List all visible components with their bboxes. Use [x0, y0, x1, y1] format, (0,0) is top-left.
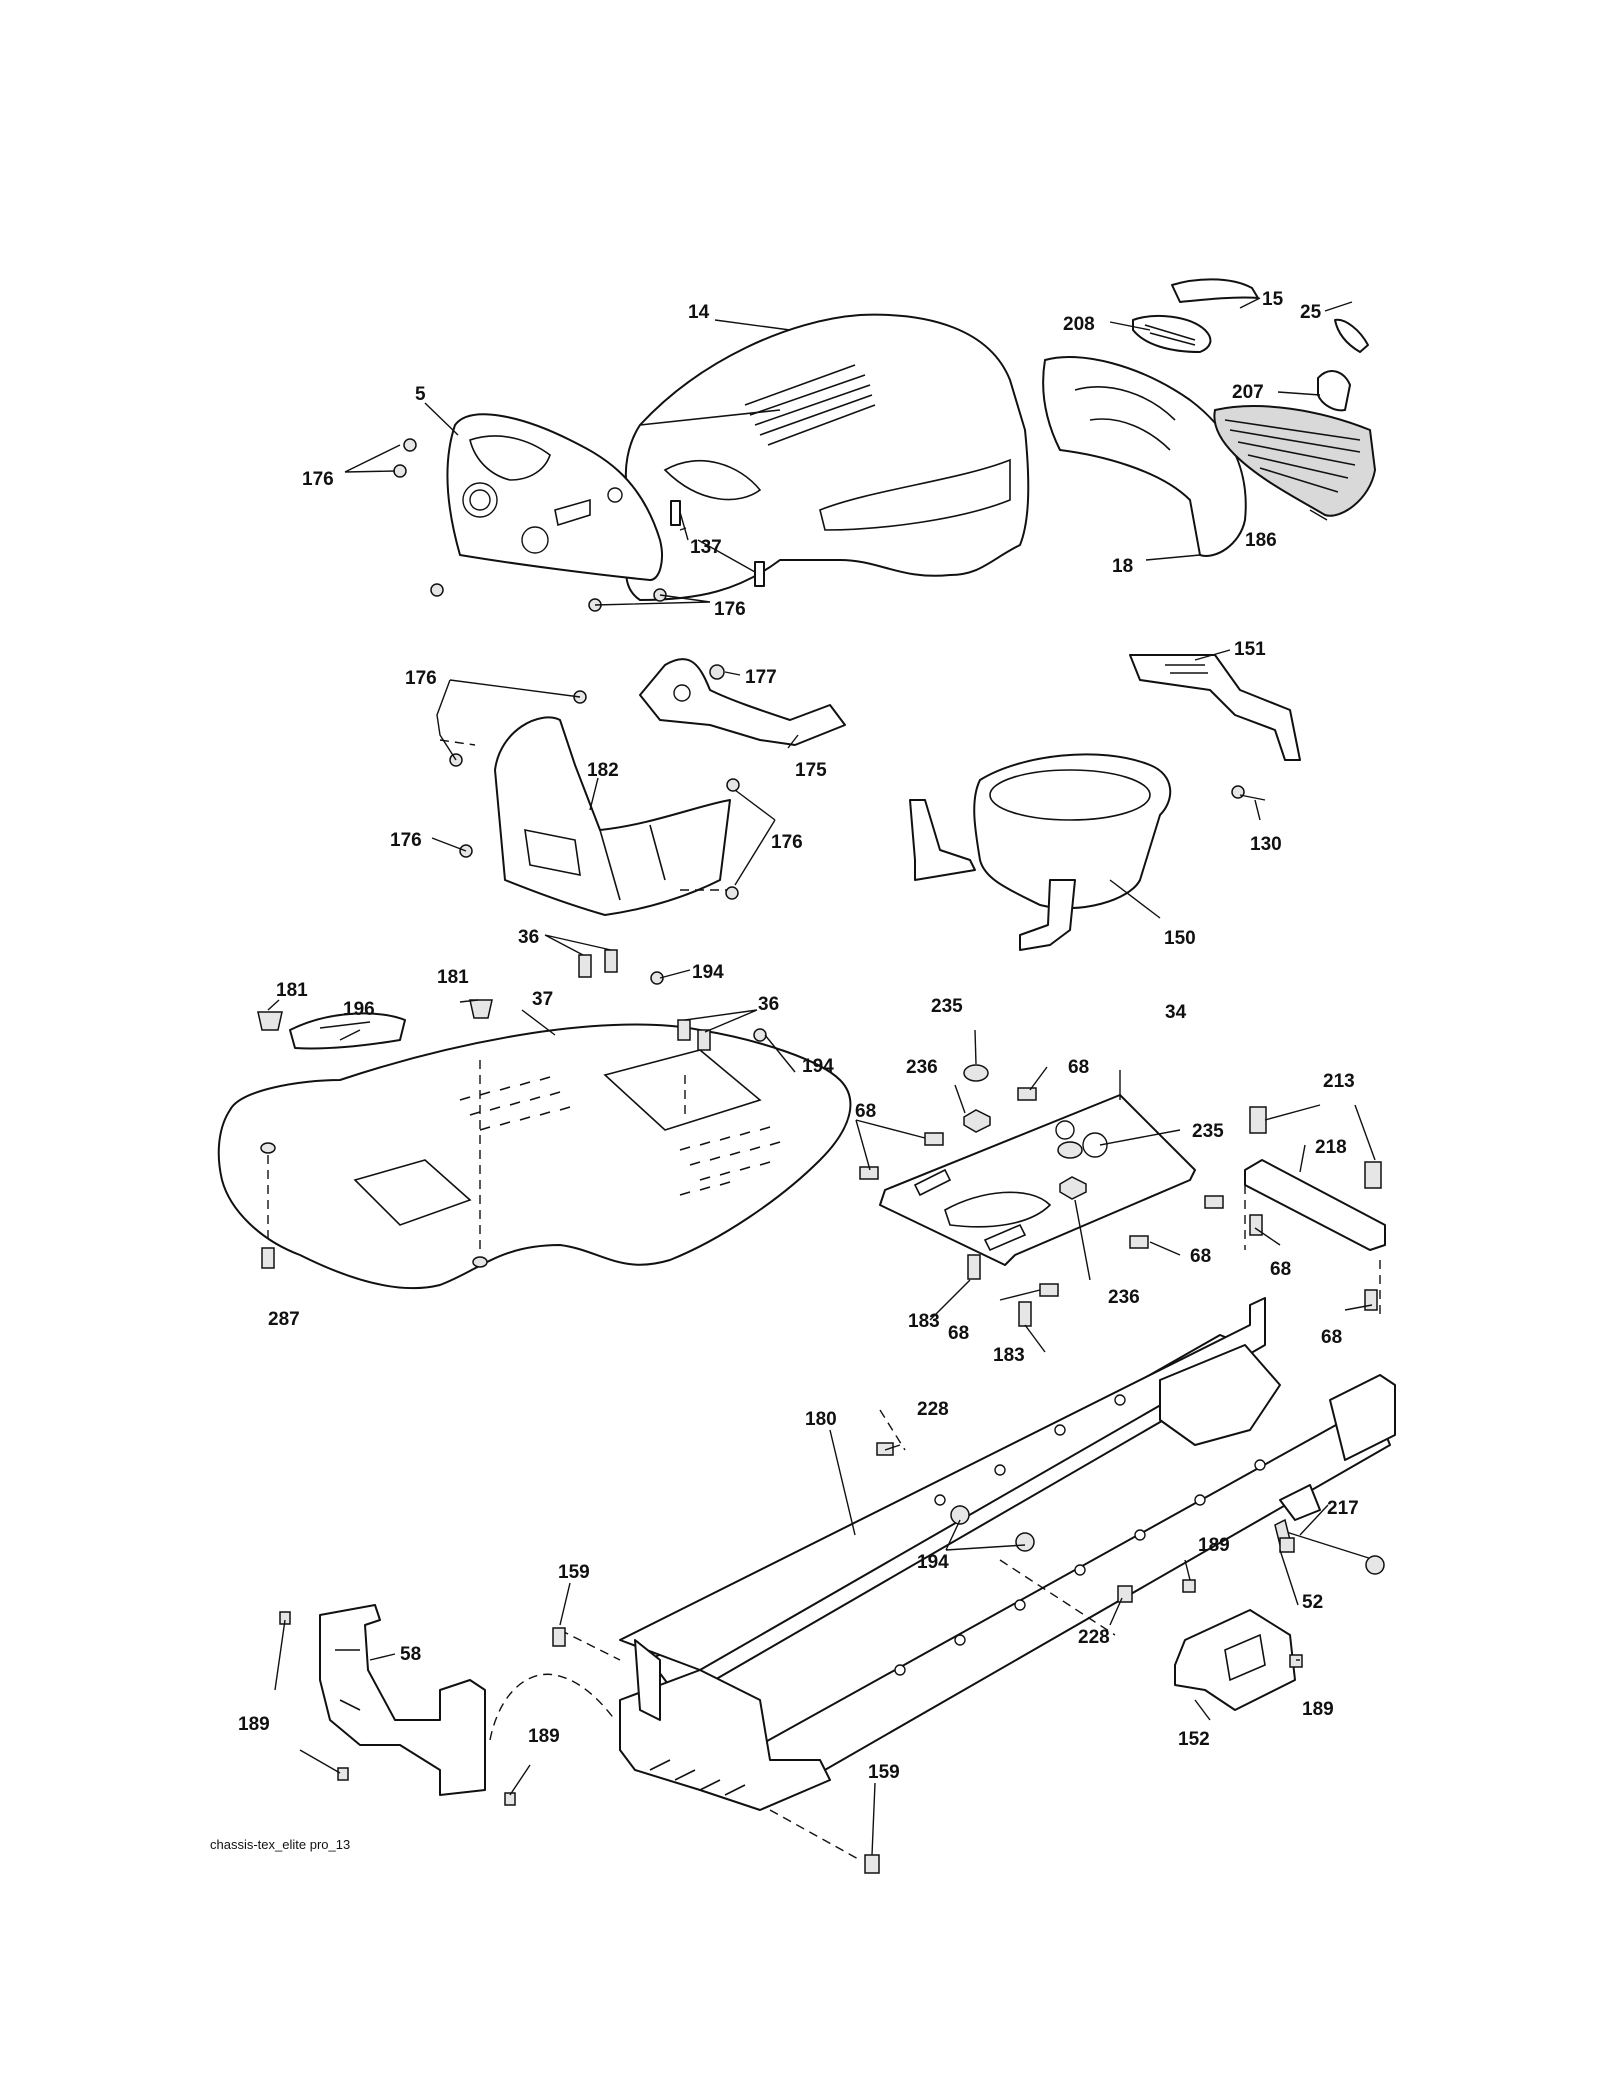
callout-14: 14 [688, 302, 710, 323]
callout-176: 176 [390, 830, 422, 851]
assembly-line [769, 1809, 861, 1861]
callout-68: 68 [1321, 1327, 1342, 1348]
callout-194: 194 [692, 962, 724, 983]
bracket-58-part [319, 1604, 486, 1796]
fuel-tank-part [909, 753, 1172, 951]
bracket-218-part [1244, 1159, 1386, 1251]
callout-36: 36 [518, 927, 539, 948]
callout-68: 68 [1190, 1246, 1211, 1267]
callout-182: 182 [587, 760, 619, 781]
assembly-line [559, 1629, 621, 1661]
callout-137: 137 [690, 537, 722, 558]
callout-208: 208 [1063, 314, 1095, 335]
callout-186: 186 [1245, 530, 1277, 551]
callout-207: 207 [1232, 382, 1264, 403]
callout-176: 176 [302, 469, 334, 490]
callout-176: 176 [771, 832, 803, 853]
vent-pattern [459, 1076, 781, 1196]
callout-183: 183 [993, 1345, 1025, 1366]
diagram-caption: chassis-tex_elite pro_13 [210, 1837, 350, 1852]
callout-52: 52 [1302, 1592, 1323, 1613]
callout-175: 175 [795, 760, 827, 781]
callout-235: 235 [931, 996, 963, 1017]
callout-18: 18 [1112, 556, 1133, 577]
callout-58: 58 [400, 1644, 421, 1665]
callout-130: 130 [1250, 834, 1282, 855]
callout-151: 151 [1234, 639, 1266, 660]
callout-68: 68 [1068, 1057, 1089, 1078]
callout-235: 235 [1192, 1121, 1224, 1142]
callout-37: 37 [532, 989, 553, 1010]
callout-181: 181 [437, 967, 469, 988]
callout-180: 180 [805, 1409, 837, 1430]
callout-236: 236 [1108, 1287, 1140, 1308]
callout-183: 183 [908, 1311, 940, 1332]
bracket-part [1129, 654, 1301, 761]
assembly-line [439, 739, 476, 746]
leader-lines [267, 297, 1376, 1856]
callout-159: 159 [558, 1562, 590, 1583]
assembly-line [999, 1559, 1116, 1636]
callout-189: 189 [1302, 1699, 1334, 1720]
mount-plate-part [879, 1094, 1196, 1266]
dash-lower-part [494, 716, 731, 916]
steering-support-part [639, 658, 846, 746]
callout-196: 196 [343, 999, 375, 1020]
hood-part [624, 313, 1030, 601]
callout-213: 213 [1323, 1071, 1355, 1092]
front-grille-group [1042, 278, 1376, 557]
callout-68: 68 [855, 1101, 876, 1122]
frame-part [619, 1297, 1396, 1811]
assembly-line [879, 1409, 906, 1451]
callout-15: 15 [1262, 289, 1284, 310]
callout-36: 36 [758, 994, 779, 1015]
callout-236: 236 [906, 1057, 938, 1078]
spacer-part [963, 1064, 1087, 1200]
callout-181: 181 [276, 980, 308, 1001]
callout-218: 218 [1315, 1137, 1347, 1158]
callout-287: 287 [268, 1309, 300, 1330]
assembly-line [489, 1673, 616, 1741]
callout-152: 152 [1178, 1729, 1210, 1750]
callout-68: 68 [948, 1323, 969, 1344]
fender-part [217, 1023, 852, 1290]
callout-189: 189 [238, 1714, 270, 1735]
callout-176: 176 [714, 599, 746, 620]
callout-189: 189 [528, 1726, 560, 1747]
seat-plate-part [289, 1012, 406, 1050]
callout-5: 5 [415, 384, 426, 405]
callout-34: 34 [1165, 1002, 1187, 1023]
dash-panel-part [446, 413, 663, 581]
callout-228: 228 [917, 1399, 949, 1420]
callout-194: 194 [917, 1552, 949, 1573]
callout-labels: 14 15 208 25 207 5 176 137 176 18 186 15… [238, 289, 1359, 1783]
bumper-part [257, 999, 493, 1031]
callout-194: 194 [802, 1056, 834, 1077]
fasteners [261, 438, 1385, 1874]
callout-177: 177 [745, 667, 777, 688]
bracket-152-part [1174, 1609, 1296, 1711]
callout-150: 150 [1164, 928, 1196, 949]
callout-159: 159 [868, 1762, 900, 1783]
callout-189: 189 [1198, 1535, 1230, 1556]
callout-217: 217 [1327, 1498, 1359, 1519]
callout-68: 68 [1270, 1259, 1291, 1280]
callout-176: 176 [405, 668, 437, 689]
callout-228: 228 [1078, 1627, 1110, 1648]
callout-25: 25 [1300, 302, 1322, 323]
